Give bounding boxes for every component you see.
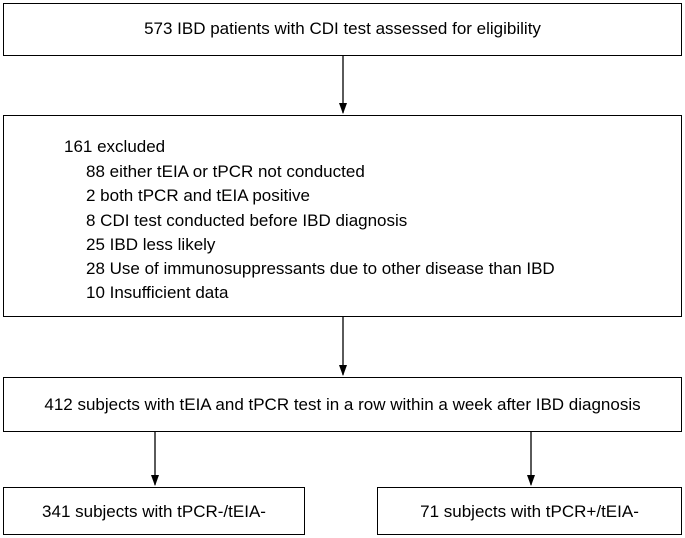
excluded-title: 161 excluded (64, 137, 166, 156)
arrow-middle-to-left-head (151, 475, 159, 486)
pcr-positive-group-text: 71 subjects with tPCR+/tEIA- (420, 502, 639, 521)
excluded-reasons-list: 88 either tEIA or tPCR not conducted 2 b… (86, 160, 555, 306)
included-subjects-text: 412 subjects with tEIA and tPCR test in … (44, 395, 641, 414)
pcr-positive-group-box: 71 subjects with tPCR+/tEIA- (377, 487, 682, 535)
arrow-excluded-to-middle-head (339, 365, 347, 376)
pcr-negative-group-box: 341 subjects with tPCR-/tEIA- (3, 487, 305, 535)
excluded-box: 161 excluded 88 either tEIA or tPCR not … (3, 115, 682, 317)
excluded-reason: 10 Insufficient data (86, 283, 229, 303)
pcr-negative-group-text: 341 subjects with tPCR-/tEIA- (42, 502, 266, 521)
eligibility-text: 573 IBD patients with CDI test assessed … (144, 19, 541, 38)
excluded-reason: 88 either tEIA or tPCR not conducted (86, 162, 365, 181)
arrow-middle-to-right-head (527, 475, 535, 486)
excluded-reason: 2 both tPCR and tEIA positive (86, 186, 310, 206)
excluded-reason: 25 IBD less likely (86, 234, 216, 254)
excluded-reason: 28 Use of immunosuppressants due to othe… (86, 259, 555, 279)
arrow-top-to-excluded-head (339, 103, 347, 114)
eligibility-box: 573 IBD patients with CDI test assessed … (3, 3, 682, 56)
included-subjects-box: 412 subjects with tEIA and tPCR test in … (3, 377, 682, 432)
excluded-reason: 8 CDI test conducted before IBD diagnosi… (86, 210, 408, 230)
